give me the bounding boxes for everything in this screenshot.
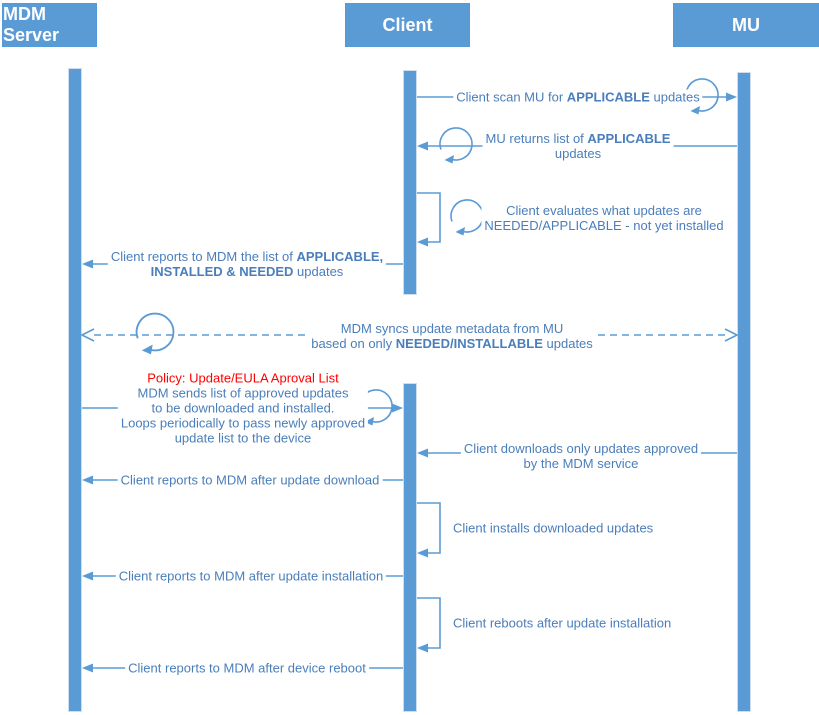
actor-mu-label: MU — [732, 14, 760, 35]
message-reboots-self — [417, 597, 441, 653]
message-downloads-label: Client downloads only updates approved b… — [460, 441, 702, 471]
actor-mdm-server: MDM Server — [2, 3, 97, 47]
message-evaluates-label: Client evaluates what updates are NEEDED… — [481, 203, 727, 233]
message-installs-self — [417, 502, 441, 558]
message-report-list-label: Client reports to MDM the list of APPLIC… — [107, 249, 387, 279]
message-evaluates-self — [417, 192, 441, 247]
actor-mdm-server-label: MDM Server — [3, 4, 60, 45]
message-sync-label: MDM syncs update metadata from MU based … — [308, 321, 596, 351]
policy-title: Policy: Update/EULA Aproval List — [147, 370, 339, 386]
lifeline-client-upper — [403, 70, 417, 295]
message-policy-label: Policy: Update/EULA Aproval List MDM sen… — [117, 370, 369, 446]
lifeline-mdm-server — [68, 68, 82, 712]
message-reboots-label: Client reboots after update installation — [450, 615, 675, 631]
message-report-download-label: Client reports to MDM after update downl… — [117, 472, 383, 488]
actor-mu: MU — [673, 3, 819, 47]
loop-icon — [135, 312, 175, 356]
actor-client: Client — [345, 3, 470, 47]
message-scan-label: Client scan MU for APPLICABLE updates — [453, 89, 703, 105]
message-report-reboot-label: Client reports to MDM after device reboo… — [125, 660, 369, 676]
loop-icon — [450, 199, 484, 237]
message-mu-returns-label: MU returns list of APPLICABLE updates — [482, 131, 674, 161]
lifeline-mu — [737, 72, 751, 712]
lifeline-client-lower — [403, 383, 417, 712]
message-installs-label: Client installs downloaded updates — [450, 520, 657, 536]
message-report-install-label: Client reports to MDM after update insta… — [115, 568, 387, 584]
actor-client-label: Client — [382, 14, 433, 35]
